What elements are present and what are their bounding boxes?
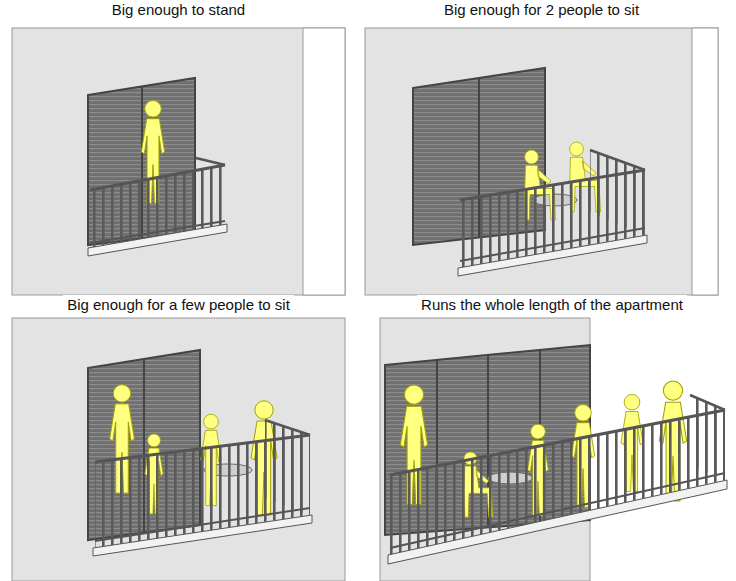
panel-few-seated: [12, 318, 345, 581]
balcony-panel: Big enough for a few people to sit: [12, 295, 345, 315]
panel-title-row: Big enough for 2 people to sit: [365, 0, 718, 20]
rail-top: [690, 395, 725, 410]
rail-bottom: [390, 473, 725, 548]
wall: [365, 28, 718, 295]
panel-title-row: Runs the whole length of the apartment: [380, 295, 724, 315]
rail-top: [95, 435, 310, 462]
balcony-panel: Big enough for 2 people to sit: [365, 0, 718, 20]
balcony-panel: Runs the whole length of the apartment: [380, 295, 724, 315]
wall: [12, 318, 345, 581]
wall: [12, 28, 345, 295]
rail-top: [90, 165, 225, 190]
railing: [390, 410, 725, 555]
panel-title-row: Big enough to stand: [12, 0, 345, 20]
rail-top: [460, 170, 645, 200]
panel-full-length: [380, 318, 727, 581]
wall-side: [692, 28, 718, 295]
panel-title: Runs the whole length of the apartment: [417, 295, 687, 315]
slab: [93, 515, 312, 556]
rail-top: [590, 150, 645, 170]
rail-top: [390, 410, 725, 475]
slab: [88, 224, 227, 256]
balcony-panel: Big enough to stand: [12, 0, 345, 20]
panel-stand: [12, 28, 345, 295]
wall-side: [303, 28, 345, 295]
panel-title: Big enough for a few people to sit: [63, 295, 294, 315]
rail-top: [265, 420, 310, 435]
panel-title: Big enough to stand: [108, 0, 249, 20]
panel-title: Big enough for 2 people to sit: [440, 0, 643, 20]
slab: [458, 235, 647, 276]
slab: [388, 480, 727, 564]
panel-title-row: Big enough for a few people to sit: [12, 295, 345, 315]
railing-side: [196, 158, 225, 165]
panel-two-seated: [365, 28, 718, 295]
